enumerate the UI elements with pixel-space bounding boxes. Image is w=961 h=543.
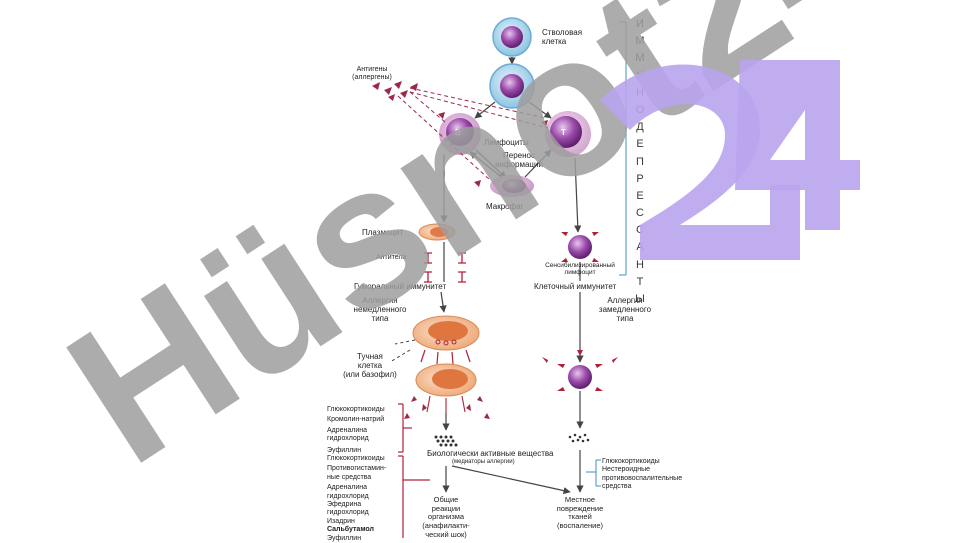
mast-cell-1 <box>412 315 480 351</box>
drug-list-bottom: Глюкокортикоиды Противогистамин- ные сре… <box>327 455 386 543</box>
sensitized-lymphocyte <box>561 232 599 262</box>
drug-bracket-right <box>586 459 601 487</box>
drug-list-right: Глюкокортикоиды Нестероидные противовосп… <box>602 458 682 492</box>
macrophage <box>490 175 534 197</box>
drug-bottom-5: Сальбутамол <box>327 526 374 534</box>
mediator-dots-left <box>434 435 458 447</box>
drug-top-2: Адреналина гидрохлорид <box>327 426 369 443</box>
drug-brackets-left <box>398 403 430 538</box>
antigen-bound <box>438 112 548 187</box>
mediators-title: Биологически активные вещества <box>427 449 554 458</box>
macrophage-label: Макрофаг <box>486 202 524 211</box>
humoral-immunity-label: Гуморальный иммунитет <box>354 282 447 291</box>
antibodies-label: Антитела <box>376 254 407 261</box>
antibody-symbols <box>424 252 466 283</box>
released-granules <box>404 396 490 419</box>
mast-dashed-lines <box>389 339 416 363</box>
mast-cell-receptors <box>420 349 471 365</box>
mediators-subtitle: (медиаторы аллергии) <box>452 459 515 465</box>
antigens-label: Антигены (аллергены) <box>352 66 392 82</box>
sensitized-lymphocyte-2 <box>542 350 618 391</box>
plasmocyte-label: Плазмоцит <box>362 228 404 237</box>
b-letter: B <box>455 128 461 137</box>
mast-cell-2 <box>415 363 477 397</box>
mast-cell-label: Тучная клетка (или базофил) <box>343 352 397 380</box>
local-damage-label: Местное повреждение тканей (воспаление) <box>556 495 604 530</box>
b-lymphocyte <box>439 113 481 155</box>
mediator-dots-right <box>568 433 590 443</box>
drug-top-0: Глюкокортикоиды <box>327 406 385 413</box>
release-lines <box>426 395 466 414</box>
info-transfer-label: Перенос информации <box>495 151 543 170</box>
progenitor-cell <box>489 63 535 109</box>
drug-bottom-1: Противогистамин- ные средства <box>327 465 387 481</box>
allergy-immediate-label: Аллергия немедленного типа <box>353 296 407 324</box>
cellular-immunity-label: Клеточный иммунитет <box>534 282 617 291</box>
drug-top-3: Эуфиллин <box>327 446 362 454</box>
drug-bottom-2: Адреналина гидрохлорид <box>327 484 369 500</box>
drug-list-top: Глюкокортикоиды Кромолин-натрий Адренали… <box>327 406 385 455</box>
drug-top-1: Кромолин-натрий <box>327 416 385 424</box>
drug-bottom-0: Глюкокортикоиды <box>327 455 385 462</box>
general-reactions-label: Общие реакции организма (анафилакти- чес… <box>422 495 470 539</box>
sensitized-lymphocyte-label: Сенсибилизированный лимфоцит <box>545 262 615 277</box>
drug-right-0: Глюкокортикоиды <box>602 458 660 465</box>
antigen-dashed-lines <box>397 87 549 181</box>
antigen-cluster <box>372 81 418 101</box>
immunosuppressant-bracket <box>619 21 627 276</box>
drug-bottom-4: Изадрин <box>327 517 355 525</box>
t-lymphocyte <box>545 111 591 157</box>
t-letter: T <box>561 128 566 137</box>
allergy-delayed-label: Аллергия замедленного типа <box>598 296 652 324</box>
drug-bottom-6: Эуфиллин <box>327 534 362 542</box>
drug-right-1: Нестероидные противовоспалительные средс… <box>602 466 683 491</box>
plasmocyte <box>418 223 456 241</box>
stem-cell-label: Стволовая клетка <box>542 28 583 47</box>
stem-cell <box>492 17 532 57</box>
drug-bottom-3: Эфедрина гидрохлорид <box>327 500 369 517</box>
lymphocytes-label: Лимфоциты <box>484 138 529 147</box>
